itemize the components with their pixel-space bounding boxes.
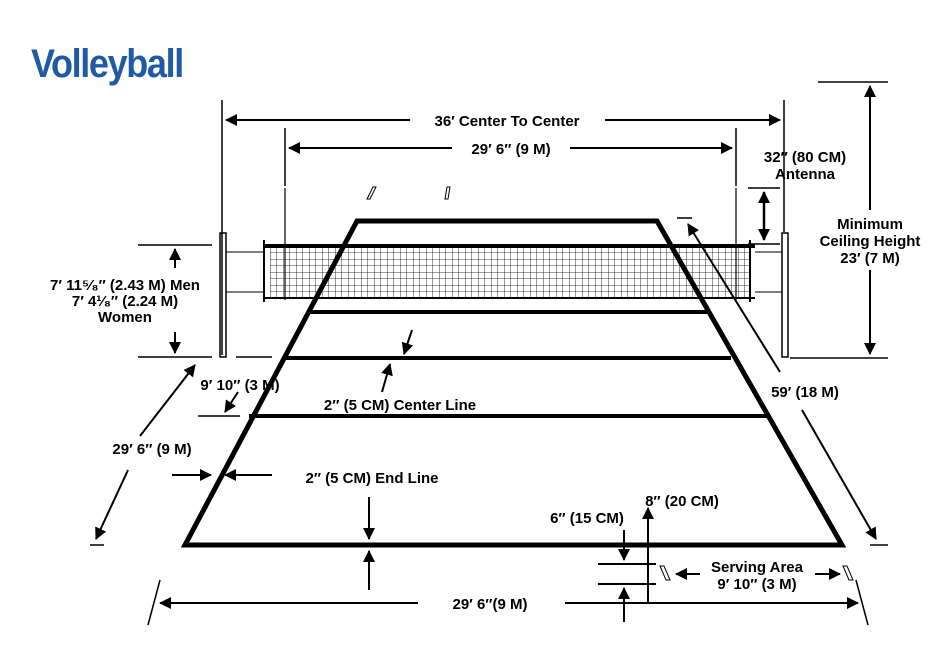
- dimension-court-width: 29′ 6″(9 M): [147, 579, 869, 626]
- court-outline: [180, 218, 847, 548]
- dimension-antenna-height: 32″ (80 CM) Antenna: [748, 149, 846, 245]
- label-ceiling-1: Minimum: [837, 216, 903, 233]
- label-attack-zone: 9′ 10″ (3 M): [200, 377, 279, 394]
- label-serving-mark-6in: 6″ (15 CM): [550, 510, 624, 527]
- dimension-serving-area: Serving Area 9′ 10″ (3 M): [659, 559, 854, 593]
- net-post-left: [219, 232, 227, 358]
- label-court-width: 29′ 6″(9 M): [453, 596, 528, 613]
- label-side-length: 29′ 6″ (9 M): [112, 441, 191, 458]
- dimension-net-height: 7′ 11⁵⁄₈″ (2.43 M) Men 7′ 4¹⁄₈″ (2.24 M)…: [50, 244, 212, 358]
- label-antenna-size: 32″ (80 CM): [764, 149, 846, 166]
- dimension-court-length: 59′ (18 M): [677, 217, 888, 546]
- label-serving-mark-8in: 8″ (20 CM): [645, 493, 719, 510]
- label-net-height-men: 7′ 11⁵⁄₈″ (2.43 M) Men: [50, 277, 200, 294]
- label-serving-area: Serving Area: [711, 559, 804, 576]
- dimension-antenna-span: 29′ 6″ (9 M): [284, 128, 737, 186]
- label-net-height-women-2: Women: [98, 309, 152, 326]
- label-court-length: 59′ (18 M): [771, 384, 839, 401]
- label-net-height-women-1: 7′ 4¹⁄₈″ (2.24 M): [72, 293, 178, 310]
- label-end-line: 2″ (5 CM) End Line: [305, 470, 438, 487]
- dimension-end-line-width: 2″ (5 CM) End Line: [172, 469, 439, 590]
- label-center-to-center: 36′ Center To Center: [434, 113, 579, 130]
- dimension-attack-zone: 9′ 10″ (3 M): [198, 356, 280, 417]
- page-title: Volleyball: [31, 42, 184, 86]
- marker-glyph: [444, 186, 451, 200]
- label-serving-area-width: 9′ 10″ (3 M): [717, 576, 796, 593]
- label-ceiling-3: 23′ (7 M): [840, 250, 899, 267]
- label-antenna-span: 29′ 6″ (9 M): [471, 141, 550, 158]
- label-antenna: Antenna: [775, 166, 836, 183]
- net-post-right: [781, 232, 789, 358]
- dimension-serving-marks: 8″ (20 CM) 6″ (15 CM): [550, 493, 719, 622]
- label-center-line: 2″ (5 CM) Center Line: [324, 397, 476, 414]
- label-ceiling-2: Ceiling Height: [820, 233, 921, 250]
- net: [222, 240, 785, 302]
- dimension-ceiling-height: Minimum Ceiling Height 23′ (7 M): [790, 81, 921, 359]
- dimension-center-line-width: 2″ (5 CM) Center Line: [324, 329, 476, 414]
- marker-glyph: [366, 186, 377, 200]
- dimension-side-length: 29′ 6″ (9 M): [90, 364, 196, 546]
- dimension-center-to-center: 36′ Center To Center: [221, 100, 785, 355]
